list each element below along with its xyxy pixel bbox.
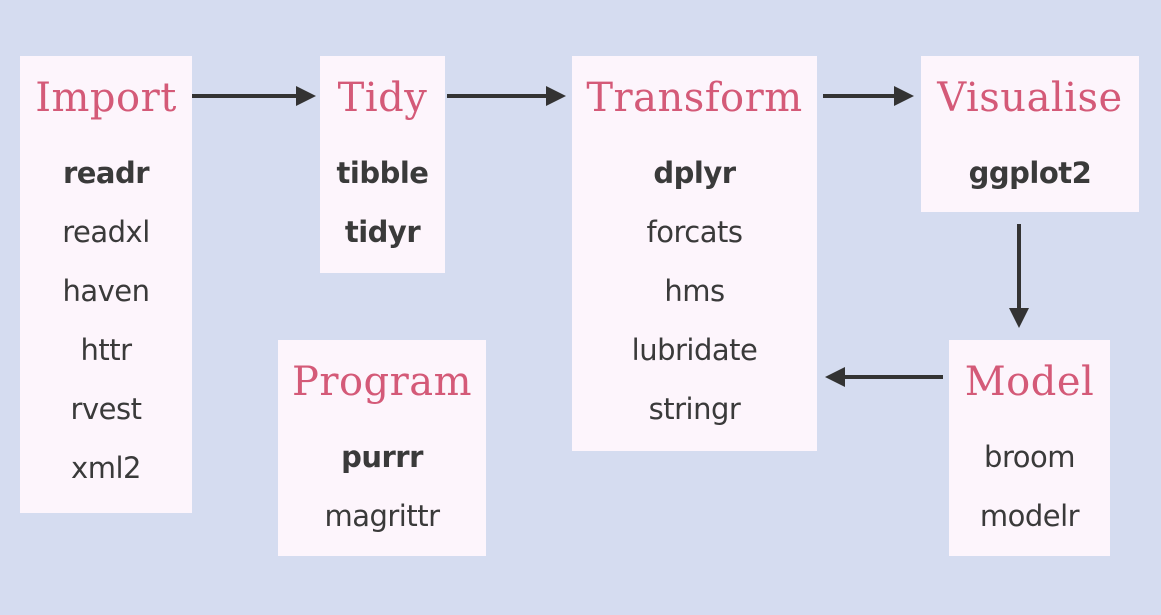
package-lubridate: lubridate — [631, 333, 758, 367]
visualise-title: Visualise — [937, 75, 1123, 121]
import-box: Import readr readxl haven httr rvest xml… — [20, 56, 192, 513]
arrow-tidy-to-transform — [447, 86, 566, 106]
tidy-box: Tidy tibble tidyr — [320, 56, 445, 273]
program-packages: purrr magrittr — [278, 428, 486, 546]
model-box: Model broom modelr — [949, 340, 1110, 556]
import-title: Import — [35, 75, 177, 121]
package-tidyr: tidyr — [344, 215, 421, 249]
package-ggplot2: ggplot2 — [968, 156, 1092, 190]
package-modelr: modelr — [979, 499, 1080, 533]
visualise-box: Visualise ggplot2 — [921, 56, 1139, 212]
package-magrittr: magrittr — [324, 499, 440, 533]
package-broom: broom — [984, 440, 1075, 474]
package-rvest: rvest — [70, 392, 142, 426]
package-dplyr: dplyr — [653, 156, 736, 190]
import-packages: readr readxl haven httr rvest xml2 — [20, 144, 192, 498]
package-stringr: stringr — [648, 392, 741, 426]
transform-packages: dplyr forcats hms lubridate stringr — [572, 144, 817, 439]
package-purrr: purrr — [341, 440, 423, 474]
arrow-transform-to-visualise — [823, 86, 914, 106]
program-title: Program — [291, 359, 473, 405]
visualise-packages: ggplot2 — [921, 144, 1139, 203]
package-httr: httr — [80, 333, 132, 367]
tidy-packages: tibble tidyr — [320, 144, 445, 262]
arrow-import-to-tidy — [192, 86, 316, 106]
package-forcats: forcats — [646, 215, 743, 249]
transform-box: Transform dplyr forcats hms lubridate st… — [572, 56, 817, 451]
package-xml2: xml2 — [71, 451, 141, 485]
tidy-title: Tidy — [337, 75, 428, 121]
model-packages: broom modelr — [949, 428, 1110, 546]
arrow-model-to-transform — [825, 367, 943, 387]
package-readr: readr — [62, 156, 150, 190]
program-box: Program purrr magrittr — [278, 340, 486, 556]
transform-title: Transform — [586, 75, 803, 121]
package-haven: haven — [62, 274, 150, 308]
package-hms: hms — [664, 274, 725, 308]
package-readxl: readxl — [62, 215, 150, 249]
package-tibble: tibble — [336, 156, 429, 190]
model-title: Model — [964, 359, 1095, 405]
arrow-visualise-to-model — [1009, 224, 1029, 328]
